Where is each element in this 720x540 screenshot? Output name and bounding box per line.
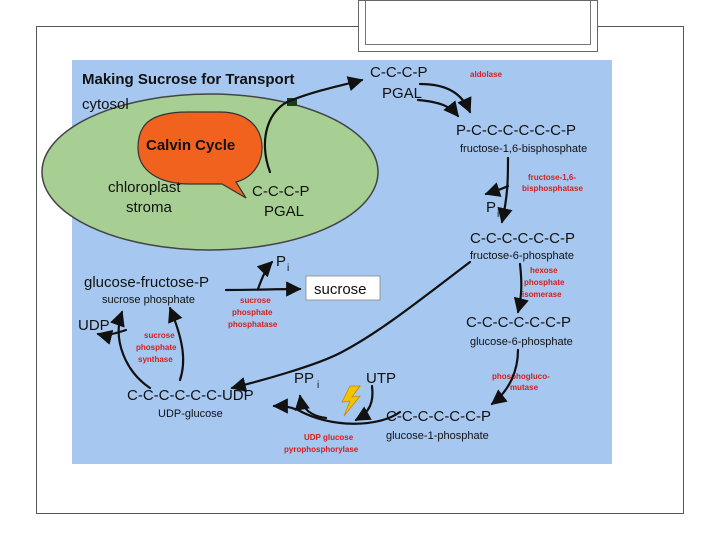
calvin-cycle-callout [137, 111, 263, 199]
g6p-name: glucose-6-phosphate [470, 336, 573, 348]
pgal-inner-formula: C-C-C-P [252, 183, 310, 200]
g1p-name: glucose-1-phosphate [386, 430, 489, 442]
enzyme-spp-line3: phosphatase [228, 320, 278, 329]
region-stroma: stroma [126, 199, 173, 216]
pgal-top-name: PGAL [382, 85, 422, 102]
arrow-release-udp [96, 328, 128, 345]
enzyme-sps-line3: synthase [138, 355, 173, 364]
enzyme-hpi-line1: hexose [530, 266, 558, 275]
pi-upper-symbol: P [486, 199, 496, 216]
pi-lower-subscript: i [287, 263, 289, 274]
enzyme-sps-line1: sucrose [144, 331, 175, 340]
enzyme-spp-line2: phosphate [232, 308, 273, 317]
diagram-title: Making Sucrose for Transport [82, 71, 295, 88]
enzyme-spp-line1: sucrose [240, 296, 271, 305]
enzyme-hpi-line3: isomerase [522, 290, 562, 299]
f6p-name: fructose-6-phosphate [470, 250, 574, 262]
enzyme-hpi-line2: phosphate [524, 278, 565, 287]
pi-lower-symbol: P [276, 253, 286, 270]
arrow-g6p-to-g1p [490, 348, 520, 406]
udp-label: UDP [78, 317, 110, 334]
arrow-g1p-to-udpg [272, 398, 402, 425]
enzyme-pgm-line2: mutase [510, 383, 539, 392]
fbp-formula: P-C-C-C-C-C-C-P [456, 122, 576, 139]
arrow-gfp-to-sucrose [224, 281, 302, 297]
utp-label: UTP [366, 370, 396, 387]
arrow-f6p-joins-sps [168, 306, 185, 382]
arrow-to-pgal-top [290, 76, 364, 102]
enzyme-sps-line2: phosphate [136, 343, 177, 352]
ppi-subscript: i [317, 380, 319, 391]
gfp-formula: glucose-fructose-P [84, 274, 209, 291]
arrow-release-pi-upper [484, 182, 510, 197]
f6p-formula: C-C-C-C-C-C-P [470, 230, 575, 247]
g1p-formula: C-C-C-C-C-C-P [386, 408, 491, 425]
arrow-utp-in [354, 384, 374, 422]
decorative-tab [358, 0, 598, 52]
region-calvin-cycle: Calvin Cycle [146, 137, 235, 154]
g6p-formula: C-C-C-C-C-C-P [466, 314, 571, 331]
udpg-formula: C-C-C-C-C-C-UDP [127, 387, 254, 404]
enzyme-udpgp-line2: pyrophosphorylase [284, 445, 359, 454]
udpg-name: UDP-glucose [158, 408, 223, 420]
enzyme-fbpase-line2: bisphosphatase [522, 184, 583, 193]
sucrose-box [305, 275, 381, 301]
enzyme-fbpase-line1: fructose-1,6- [528, 173, 576, 182]
membrane-transporter [287, 98, 297, 106]
region-cytosol: cytosol [82, 96, 129, 113]
arrow-pgal-aldolase-1 [418, 82, 472, 114]
gfp-name: sucrose phosphate [102, 294, 195, 306]
ppi-symbol: PP [294, 370, 314, 387]
arrow-pgal-aldolase-2 [416, 98, 460, 118]
energy-lightning-icon [341, 385, 361, 417]
pgal-top-formula: C-C-C-P [370, 64, 428, 81]
pgal-inner-name: PGAL [264, 203, 304, 220]
arrow-f6p-long [230, 260, 472, 393]
arrow-ppi-out [294, 394, 328, 420]
enzyme-aldolase: aldolase [470, 70, 503, 79]
arrow-f6p-to-g6p [513, 262, 529, 314]
enzyme-pgm-line1: phosphogluco- [492, 372, 550, 381]
enzyme-udpgp-line1: UDP glucose [304, 433, 354, 442]
arrow-udpg-to-gfp [110, 310, 152, 390]
pi-upper-subscript: i [497, 209, 499, 220]
fbp-name: fructose-1,6-bisphosphate [460, 143, 587, 155]
arrow-pgal-export [263, 98, 294, 174]
arrow-release-pi-lower [256, 260, 274, 291]
region-chloroplast: chloroplast [108, 179, 181, 196]
sucrose-label: sucrose [314, 281, 367, 298]
